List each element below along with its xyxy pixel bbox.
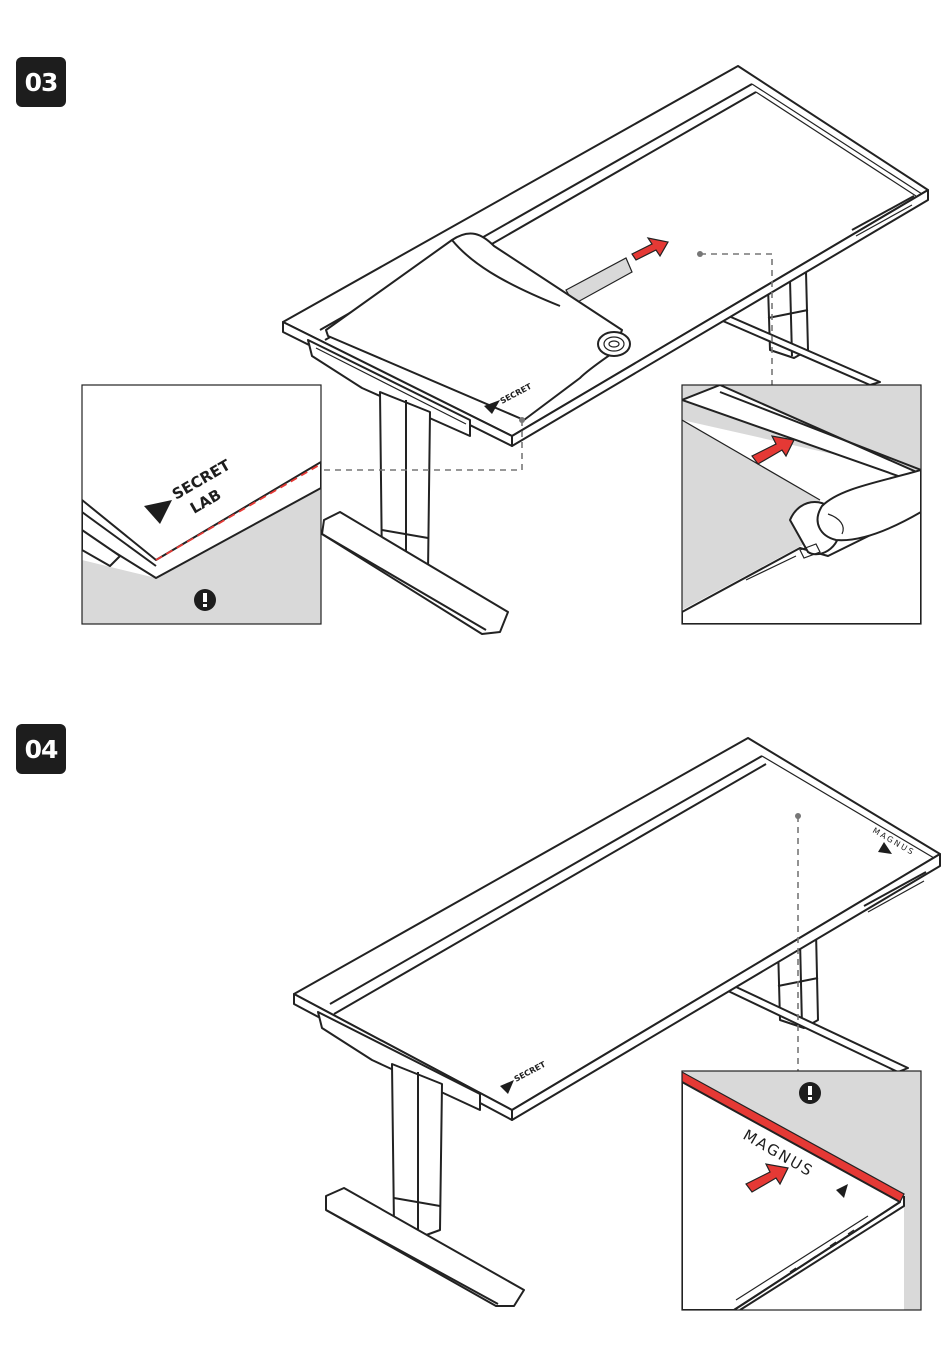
detail-mat-edge-alignment: SECRET LAB — [82, 385, 321, 624]
exclamation-circle-icon — [194, 589, 216, 611]
detail-roll-out-mat — [682, 385, 921, 624]
exclamation-circle-icon — [799, 1082, 821, 1104]
detail-mat-aligned: MAGNUS — [682, 1071, 921, 1310]
